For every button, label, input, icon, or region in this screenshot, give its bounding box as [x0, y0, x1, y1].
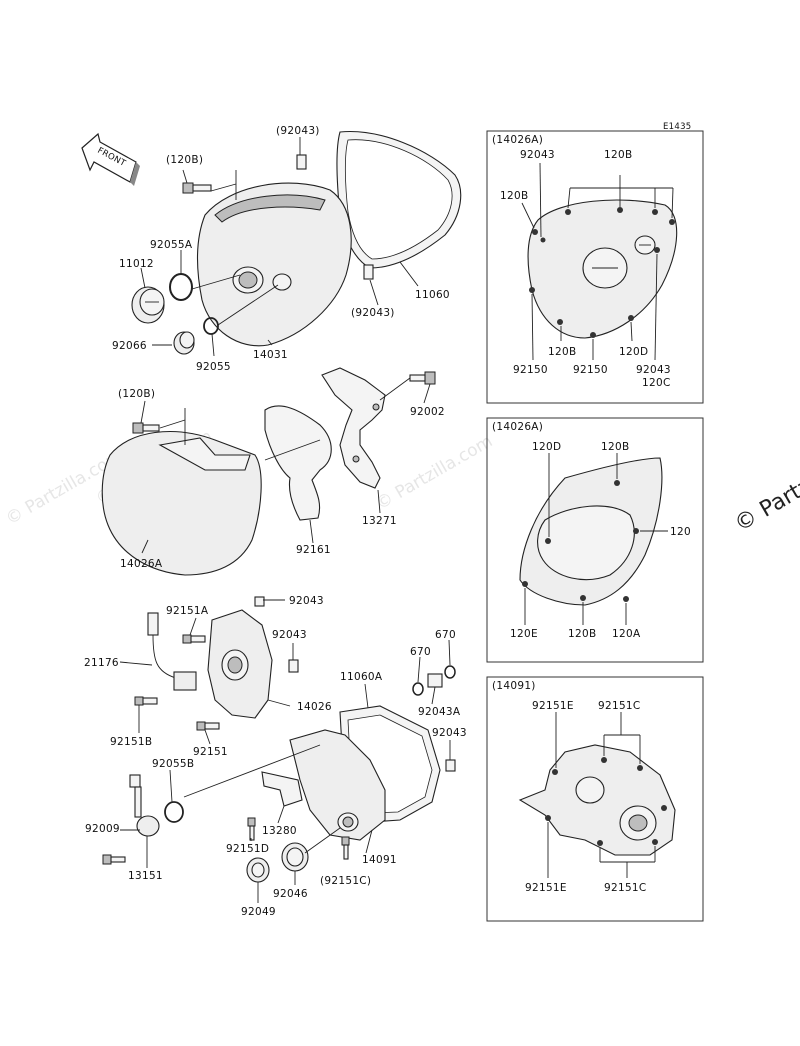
dowel-92043: [445, 759, 456, 772]
part-label: 11060: [415, 289, 450, 301]
part-label: 92151D: [226, 843, 269, 855]
part-label: 92043: [272, 629, 307, 641]
bolt-92151b: [134, 696, 158, 706]
bolt-92151: [196, 721, 220, 731]
bolt-120b: [132, 422, 160, 434]
bearing-92046: [281, 842, 309, 872]
part-label: 92151A: [166, 605, 209, 617]
part-label: 21176: [84, 657, 119, 669]
part-label: 92043: [289, 595, 324, 607]
part-label: 92043A: [418, 706, 461, 718]
dowel-92043: [254, 596, 265, 607]
part-label: 120C: [642, 377, 671, 389]
part-label: 92150: [573, 364, 608, 376]
part-label: 92055B: [152, 758, 194, 770]
part-label: (92043): [276, 125, 320, 137]
o-ring-670: [412, 682, 424, 696]
bolt-92151d: [247, 817, 256, 841]
inset-title: (14026A): [492, 134, 543, 146]
part-label: (92043): [351, 307, 395, 319]
part-label: 11012: [119, 258, 154, 270]
part-label: 92055: [196, 361, 231, 373]
part-label: 92043: [432, 727, 467, 739]
part-label: (120B): [118, 388, 155, 400]
part-label: 92151C: [604, 882, 647, 894]
seal-92049: [246, 857, 270, 883]
o-ring-92055b: [164, 801, 184, 823]
part-label: 92151C: [598, 700, 641, 712]
part-label: 13151: [128, 870, 163, 882]
o-ring-670: [444, 665, 456, 679]
watermark: © Partzilla.com: [373, 431, 497, 514]
watermark-edge: © Partz: [731, 474, 800, 538]
part-label: 92049: [241, 906, 276, 918]
bolt-92151c: [341, 836, 350, 860]
dowel-92043: [363, 264, 374, 280]
part-label: 120B: [601, 441, 629, 453]
pin-92043a: [427, 673, 443, 688]
shaft-13151: [129, 774, 160, 837]
part-label: 92055A: [150, 239, 193, 251]
part-label: 92151: [193, 746, 228, 758]
part-label: 14026A: [120, 558, 163, 570]
part-label: 92151E: [532, 700, 574, 712]
part-label: 92043: [520, 149, 555, 161]
part-label: 13271: [362, 515, 397, 527]
part-label: 92151E: [525, 882, 567, 894]
plug-92066: [173, 331, 195, 355]
bolt-92002: [409, 371, 436, 385]
bolt-120b: [182, 182, 212, 194]
inset-14091: (14091) 92151E 92151C 92151E 92151C: [486, 676, 704, 922]
part-label: 92161: [296, 544, 331, 556]
plug-11012: [131, 286, 165, 324]
part-label: (92151C): [320, 875, 371, 887]
part-label: 120E: [510, 628, 538, 640]
front-arrow-icon: FRONT: [81, 132, 140, 186]
sensor-21176: [147, 612, 197, 691]
bolt-92009: [102, 854, 126, 865]
part-label: 11060A: [340, 671, 383, 683]
bolt-92151a: [182, 634, 206, 644]
part-label: 14091: [362, 854, 397, 866]
part-label: 120A: [612, 628, 641, 640]
part-label: 120B: [500, 190, 528, 202]
part-label: 92150: [513, 364, 548, 376]
part-label: 92066: [112, 340, 147, 352]
o-ring-92055a: [169, 273, 193, 301]
part-label: 92002: [410, 406, 445, 418]
diagram-code: E1435: [663, 122, 692, 132]
bracket-13271: [321, 367, 386, 489]
part-label: 120B: [604, 149, 632, 161]
inset-14026a-outer: (14026A) 120D 120B 120 120E 120B 120A: [486, 417, 704, 663]
part-label: (120B): [166, 154, 203, 166]
dowel-92043: [296, 154, 307, 170]
part-label: 120B: [568, 628, 596, 640]
part-label: 92043: [636, 364, 671, 376]
part-label: 120D: [532, 441, 561, 453]
part-label: 13280: [262, 825, 297, 837]
part-label: 670: [410, 646, 431, 658]
part-label: 14031: [253, 349, 288, 361]
part-label: 14026: [297, 701, 332, 713]
housing-14091: [289, 729, 386, 841]
inset-14026a-inner: (14026A) 92043 120B 120B 120B 120D 92150…: [486, 130, 704, 404]
part-label: 120B: [548, 346, 576, 358]
o-ring-92055: [203, 317, 219, 335]
inset-title: (14091): [492, 680, 536, 692]
cover-14031: [196, 182, 352, 347]
part-label: 120D: [619, 346, 648, 358]
part-label: 92009: [85, 823, 120, 835]
part-label: 670: [435, 629, 456, 641]
bracket-13280: [261, 771, 303, 807]
dowel-92043: [288, 659, 299, 673]
plate-92161: [264, 405, 332, 521]
part-label: 120: [670, 526, 691, 538]
inset-title: (14026A): [492, 421, 543, 433]
part-label: 92151B: [110, 736, 152, 748]
part-label: 92046: [273, 888, 308, 900]
